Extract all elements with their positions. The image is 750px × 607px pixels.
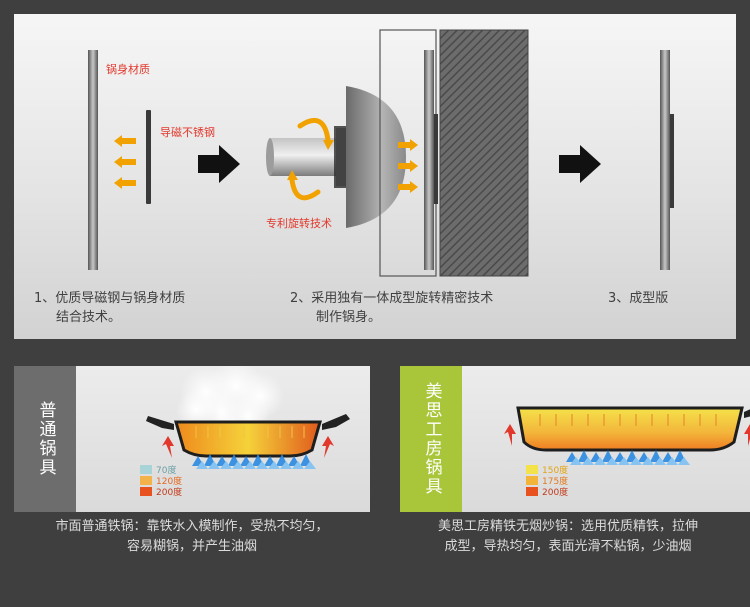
step-3-caption: 3、成型版 bbox=[608, 291, 669, 306]
steel-arrows-left bbox=[114, 135, 136, 189]
magnetic-steel-plate-2 bbox=[434, 114, 438, 204]
meisi-temp-legend: 150度 175度 200度 bbox=[526, 464, 568, 498]
pot-handles bbox=[146, 414, 350, 430]
spin-tool bbox=[266, 86, 406, 228]
final-magnetic-layer bbox=[670, 114, 674, 208]
step-1-caption: 1、优质导磁钢与锅身材质 结合技术。 bbox=[34, 291, 186, 325]
meisi-pot-body bbox=[516, 406, 744, 452]
ordinary-pot-illustration bbox=[146, 366, 350, 469]
ordinary-pot-card: 普通锅具 bbox=[14, 366, 370, 512]
heat-ticks bbox=[195, 426, 305, 438]
final-plate bbox=[660, 50, 670, 270]
meisi-heat-arrows bbox=[504, 424, 750, 446]
meisi-heat-ticks bbox=[539, 414, 717, 426]
meisi-pot-band: 美思工房锅具 bbox=[400, 366, 462, 512]
press-block bbox=[439, 29, 529, 277]
steel-arrows-right bbox=[398, 139, 418, 193]
pot-body-plate-1 bbox=[88, 50, 98, 270]
step-2-caption: 2、采用独有一体成型旋转精密技术 制作锅身。 bbox=[290, 291, 494, 325]
pot-material-label: 锅身材质 bbox=[106, 63, 150, 76]
ordinary-pot-title: 普通锅具 bbox=[35, 401, 56, 477]
gas-flames bbox=[192, 454, 316, 469]
ordinary-pot-description: 市面普通铁锅：靠铁水入模制作，受热不均匀， 容易糊锅，并产生油烟 bbox=[55, 519, 329, 554]
meisi-pot-card: 美思工房锅具 150度 bbox=[400, 366, 750, 512]
meisi-pot-title: 美思工房锅具 bbox=[421, 382, 442, 496]
meisi-pot-description: 美思工房精铁无烟炒锅：选用优质精铁，拉伸 成型，导热均匀，表面光滑不粘锅，少油烟 bbox=[437, 519, 698, 554]
ordinary-temp-legend: 70度 120度 200度 bbox=[140, 464, 182, 498]
magnetic-steel-plate-1 bbox=[146, 110, 151, 204]
magnetic-steel-label: 导磁不锈钢 bbox=[160, 126, 215, 139]
ordinary-pot-body bbox=[174, 420, 322, 458]
heat-up-arrows bbox=[162, 436, 334, 458]
meisi-gas-flames bbox=[566, 450, 690, 465]
rotation-arrows bbox=[289, 117, 331, 201]
next-arrow-2 bbox=[559, 145, 601, 183]
process-panel: 锅身材质 导磁不锈钢 专利旋转技术 1、优质导磁钢与锅身材质 结合技术。 2、采… bbox=[14, 14, 736, 339]
pot-body-plate-2 bbox=[424, 50, 434, 270]
patent-spin-label: 专利旋转技术 bbox=[266, 217, 332, 230]
process-diagram bbox=[88, 29, 674, 277]
meisi-pot-illustration bbox=[504, 406, 750, 465]
ordinary-pot-band: 普通锅具 bbox=[14, 366, 76, 512]
meisi-pot-handles bbox=[744, 409, 750, 418]
next-arrow-1 bbox=[198, 145, 240, 183]
